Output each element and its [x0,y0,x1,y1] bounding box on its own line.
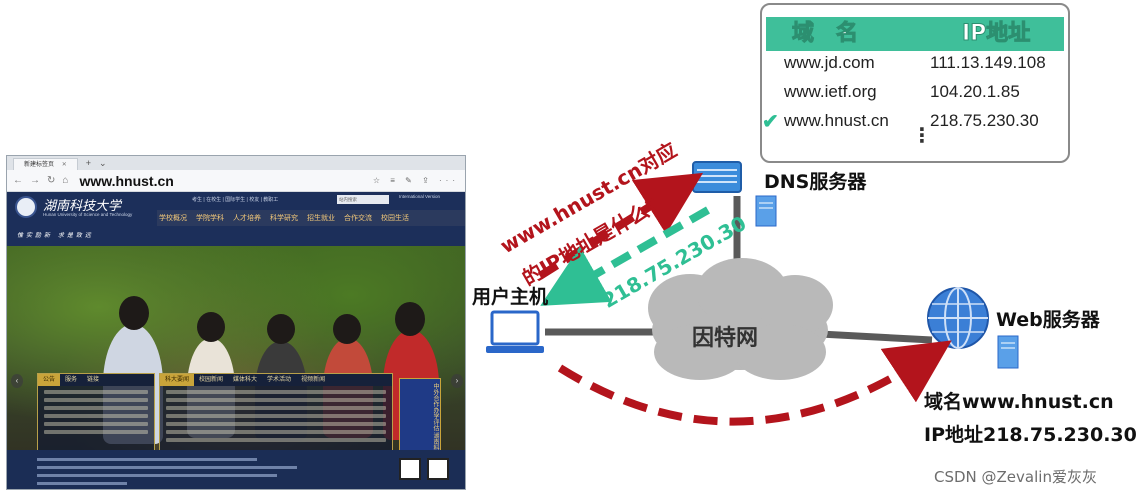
tab-news[interactable]: 学术活动 [267,377,292,383]
notice-line[interactable] [44,398,148,402]
footer-text [37,482,127,485]
student-head [197,312,225,342]
globe-icon [927,287,989,349]
notice-line[interactable] [44,422,148,426]
nav-item[interactable]: 科学研究 [270,215,298,222]
site-nav: 学校概况 学院学科 人才培养 科学研究 招生就业 合作交流 校园生活 [157,210,465,226]
browser-tab-strip: 新建标签页 ✕ + ⌄ [7,156,465,170]
browser-tab[interactable]: 新建标签页 ✕ [13,158,78,170]
notice-line[interactable] [44,414,148,418]
news-line[interactable] [166,422,386,426]
dns-table-header: 域 名 IP地址 [766,17,1064,51]
news-line[interactable] [166,390,386,394]
student-head [395,302,425,336]
dns-row-domain: www.jd.com [784,53,875,72]
nav-item[interactable]: 校园生活 [381,215,409,222]
web-server-label: Web服务器 [996,309,1100,331]
forward-icon[interactable]: → [30,175,40,186]
news-line[interactable] [166,414,386,418]
news-tabs: 科大要闻 校园新闻 媒体科大 学术活动 视频新闻 [160,374,392,386]
tab-news[interactable]: 科大要闻 [160,374,195,386]
user-host-label: 用户主机 [472,286,549,308]
internet-label: 因特网 [692,326,759,351]
nav-item[interactable]: 合作交流 [344,215,372,222]
site-header: 湖南科技大学 Hunan University of Science and T… [7,192,465,246]
browser-tab-title: 新建标签页 [24,162,55,168]
web-ip-label: IP地址218.75.230.30 [924,424,1137,446]
site-search-input[interactable]: 站内搜索 [337,195,389,204]
dns-row-ip: 104.20.1.85 [930,82,1020,101]
access-arrow [557,340,952,426]
header-domain: 域 名 [791,21,859,47]
dns-row-ip: 111.13.149.108 [930,53,1046,72]
notice-line[interactable] [44,390,148,394]
dns-server-label: DNS服务器 [764,171,867,193]
qr-code-icon [427,458,449,480]
news-line[interactable] [166,430,386,434]
nav-item[interactable]: 人才培养 [233,215,261,222]
international-link[interactable]: International Version [399,194,441,199]
watermark: CSDN @Zevalin爱灰灰 [934,468,1097,486]
header-links[interactable]: 考生 | 在校生 | 国际学生 | 校友 | 教职工 [192,197,279,203]
dns-table: 域 名 IP地址 www.jd.com 111.13.149.108 www.i… [760,3,1070,163]
student-head [119,296,149,330]
slide-next-icon[interactable]: › [451,374,463,388]
browser-address-bar: ← → ↻ ⌂ www.hnust.cn ☆ ≡ ✎ ⇪ ··· [7,170,465,192]
check-icon: ✔ [762,111,779,133]
back-icon[interactable]: ← [13,175,23,186]
cloud-shape [648,258,833,380]
student-head [267,314,295,344]
tab-notice[interactable]: 公告 [38,374,61,386]
nav-item[interactable]: 学院学科 [196,215,224,222]
dns-row-ip: 218.75.230.30 [930,111,1039,130]
new-tab-icon[interactable]: + [85,158,91,168]
site-footer [7,450,465,489]
dns-row-domain: www.ietf.org [784,82,877,101]
slide-prev-icon[interactable]: ‹ [11,374,23,388]
dns-row-domain: www.hnust.cn [784,111,889,130]
footer-text [37,466,297,469]
site-motto: 惟实励新 求是致远 [17,232,94,239]
university-seal-icon [15,196,37,218]
refresh-icon[interactable]: ↻ [47,175,56,186]
news-line[interactable] [166,438,386,442]
tab-service[interactable]: 服务 [65,377,78,383]
home-icon[interactable]: ⌂ [62,175,69,186]
url-input[interactable]: www.hnust.cn [79,172,174,189]
notice-line[interactable] [44,406,148,410]
chevron-down-icon[interactable]: ⌄ [98,157,107,168]
footer-text [37,474,277,477]
website-page: 湖南科技大学 Hunan University of Science and T… [7,192,465,489]
tab-news[interactable]: 媒体科大 [233,377,258,383]
news-line[interactable] [166,406,386,410]
header-ip: IP地址 [961,21,1031,47]
nav-item[interactable]: 学校概况 [159,215,187,222]
notice-tabs: 公告 服务 链接 [38,374,154,386]
close-icon[interactable]: ✕ [61,162,67,168]
site-logo-english: Hunan University of Science and Technolo… [43,212,133,217]
laptop-icon [486,310,544,353]
web-server-icon [997,335,1019,369]
web-domain-label: 域名www.hnust.cn [924,391,1114,413]
tab-news[interactable]: 校园新闻 [199,377,224,383]
qr-code-icon [399,458,421,480]
table-ellipsis: ⋮ [912,125,932,147]
nav-item[interactable]: 招生就业 [307,215,335,222]
tab-links[interactable]: 链接 [87,377,100,383]
student-head [333,314,361,344]
browser-tool-icons[interactable]: ☆ ≡ ✎ ⇪ ··· [372,176,459,185]
tab-news[interactable]: 视频新闻 [301,377,326,383]
footer-text [37,458,257,461]
link-cloud-web [819,330,933,344]
notice-line[interactable] [44,430,148,434]
site-logo-text[interactable]: 湖南科技大学 [43,199,122,214]
browser-window: 新建标签页 ✕ + ⌄ ← → ↻ ⌂ www.hnust.cn ☆ ≡ ✎ ⇪… [6,155,466,490]
news-line[interactable] [166,398,386,402]
